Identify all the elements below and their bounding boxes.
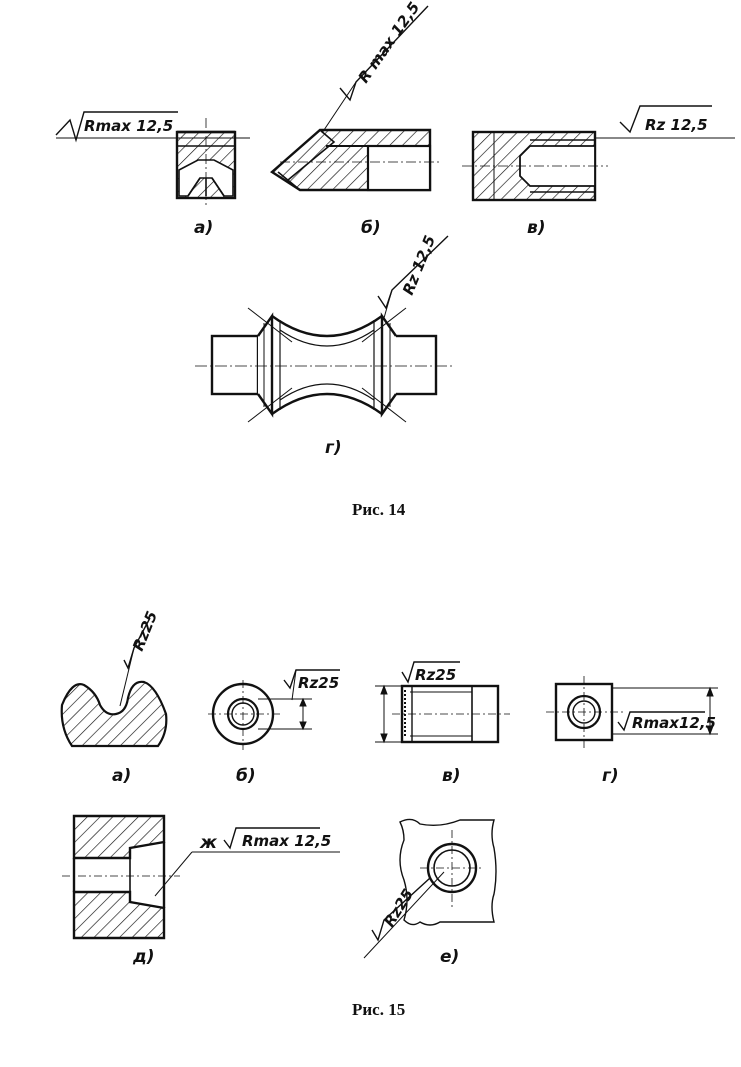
fig15-a-roughness: Rz25 bbox=[129, 609, 161, 654]
fig15-g-label: г) bbox=[602, 766, 619, 786]
fig14-v-label: в) bbox=[527, 218, 546, 238]
fig15-view-b bbox=[208, 669, 340, 750]
fig14-view-g bbox=[195, 235, 455, 423]
fig14-view-a bbox=[55, 111, 250, 205]
fig15-d-label: д) bbox=[132, 947, 155, 967]
fig15-view-g bbox=[546, 676, 718, 750]
fig14-g-label: г) bbox=[325, 438, 342, 458]
fig15-view-v bbox=[375, 661, 510, 744]
fig15-a-label: а) bbox=[112, 766, 131, 786]
fig15-b-roughness: Rz25 bbox=[298, 674, 339, 692]
fig15-e-label: е) bbox=[440, 947, 459, 967]
fig15-e-roughness: Rz25 bbox=[380, 886, 417, 930]
fig15-view-d bbox=[62, 814, 340, 940]
fig15-v-label: в) bbox=[442, 766, 461, 786]
fig15-d-mark: ж bbox=[199, 833, 218, 853]
fig14-view-b bbox=[270, 5, 440, 192]
fig15-view-e bbox=[363, 818, 497, 959]
fig14-g-roughness: Rz 12,5 bbox=[399, 233, 439, 298]
figure-15-caption: Рис. 15 bbox=[352, 1000, 406, 1019]
fig14-view-v bbox=[462, 105, 735, 202]
fig15-v-roughness: Rz25 bbox=[415, 666, 456, 684]
fig14-b-label: б) bbox=[361, 218, 381, 238]
figure-14-caption: Рис. 14 bbox=[352, 500, 406, 519]
fig14-v-roughness: Rz 12,5 bbox=[645, 116, 708, 134]
fig15-view-a bbox=[60, 617, 168, 748]
fig14-a-label: а) bbox=[194, 218, 213, 238]
fig14-a-roughness: Rmax 12,5 bbox=[84, 117, 173, 135]
fig14-b-roughness: R max 12,5 bbox=[355, 0, 424, 86]
fig15-b-label: б) bbox=[236, 766, 256, 786]
fig15-g-roughness: Rmax12,5 bbox=[632, 714, 716, 732]
fig15-d-roughness: Rmax 12,5 bbox=[242, 832, 331, 850]
